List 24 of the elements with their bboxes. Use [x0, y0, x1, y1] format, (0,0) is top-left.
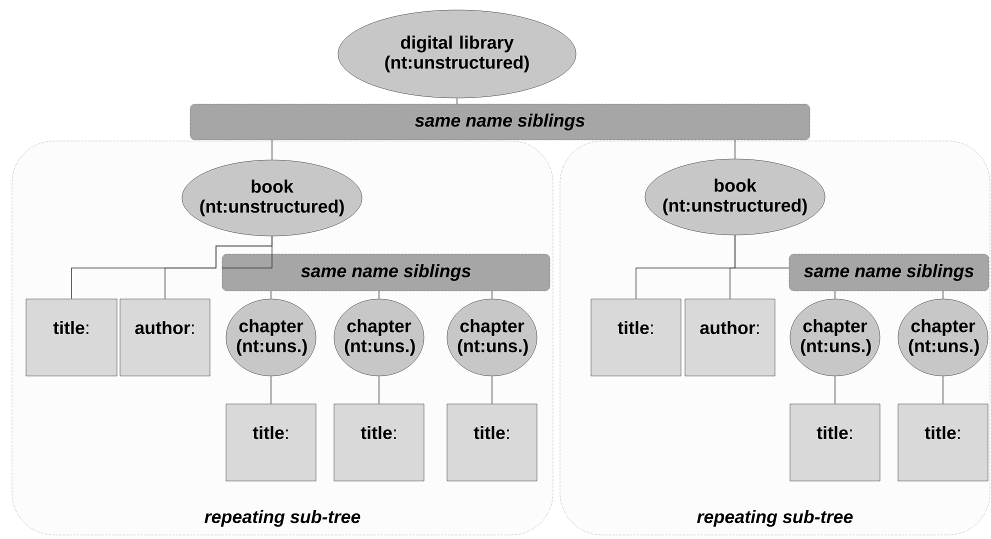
property-box: title:	[898, 404, 988, 482]
connector-line	[834, 290, 836, 300]
connector-line	[942, 290, 944, 300]
siblings-band: same name siblings	[788, 254, 990, 292]
connector-line	[456, 98, 458, 104]
connector-line	[942, 376, 944, 404]
property-box: title:	[446, 404, 538, 482]
property-box: author:	[120, 298, 210, 376]
property-box: title:	[226, 404, 316, 482]
property-box: title:	[26, 298, 118, 376]
property-box: title:	[790, 404, 880, 482]
connector-line	[378, 376, 380, 404]
siblings-band: same name siblings	[190, 104, 810, 140]
connector-line	[734, 234, 790, 268]
connector-line	[378, 290, 380, 300]
connector-line	[734, 140, 736, 160]
connector-line	[270, 290, 272, 300]
connector-line	[222, 236, 272, 268]
property-box: author:	[684, 298, 776, 376]
property-box: title:	[590, 298, 682, 376]
property-box: title:	[334, 404, 424, 482]
connector-line	[834, 376, 836, 404]
connector-line	[270, 376, 272, 404]
siblings-band: same name siblings	[222, 254, 550, 292]
